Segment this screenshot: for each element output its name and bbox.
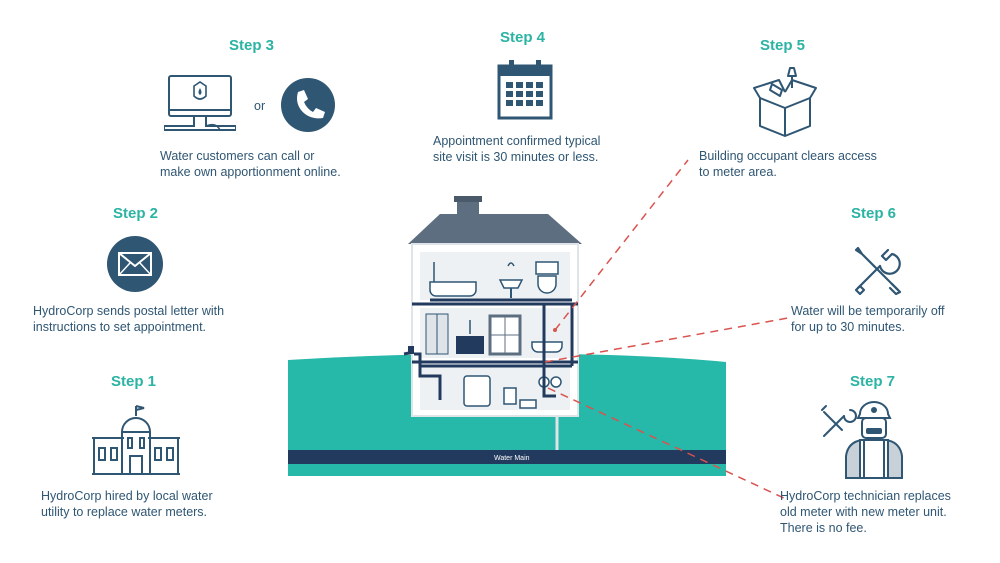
computer-monitor-icon [164, 75, 236, 131]
technician-icon [821, 401, 903, 479]
sink-top [498, 279, 524, 289]
step-5-title: Step 5 [760, 37, 806, 54]
calendar-icon [497, 60, 553, 120]
government-building-icon [92, 405, 180, 475]
roof [408, 214, 582, 244]
kitchen-cabinet [456, 336, 484, 354]
step-2-title: Step 2 [113, 205, 159, 222]
chimney [457, 200, 479, 216]
water-main-pipe [288, 450, 726, 464]
step-4-title: Step 4 [500, 29, 546, 46]
bathtub [429, 281, 477, 297]
or-connector: or [254, 99, 266, 113]
toilet-upstairs [535, 261, 559, 275]
open-box-icon [753, 67, 817, 137]
step-7-title: Step 7 [850, 373, 896, 390]
plumbing-pipes [414, 298, 574, 400]
phone-icon [281, 78, 335, 132]
step-1-title: Step 1 [111, 373, 157, 390]
bathtub-lower [531, 341, 563, 353]
leader-lines [544, 159, 789, 501]
water-heater [463, 375, 491, 407]
water-main-label: Water Main [494, 455, 530, 462]
new-meter [550, 376, 562, 388]
envelope-icon [107, 236, 163, 292]
utility-box [503, 387, 517, 405]
tools-icon [854, 246, 902, 296]
step-6-title: Step 6 [851, 205, 897, 222]
step-3-title: Step 3 [229, 37, 275, 54]
